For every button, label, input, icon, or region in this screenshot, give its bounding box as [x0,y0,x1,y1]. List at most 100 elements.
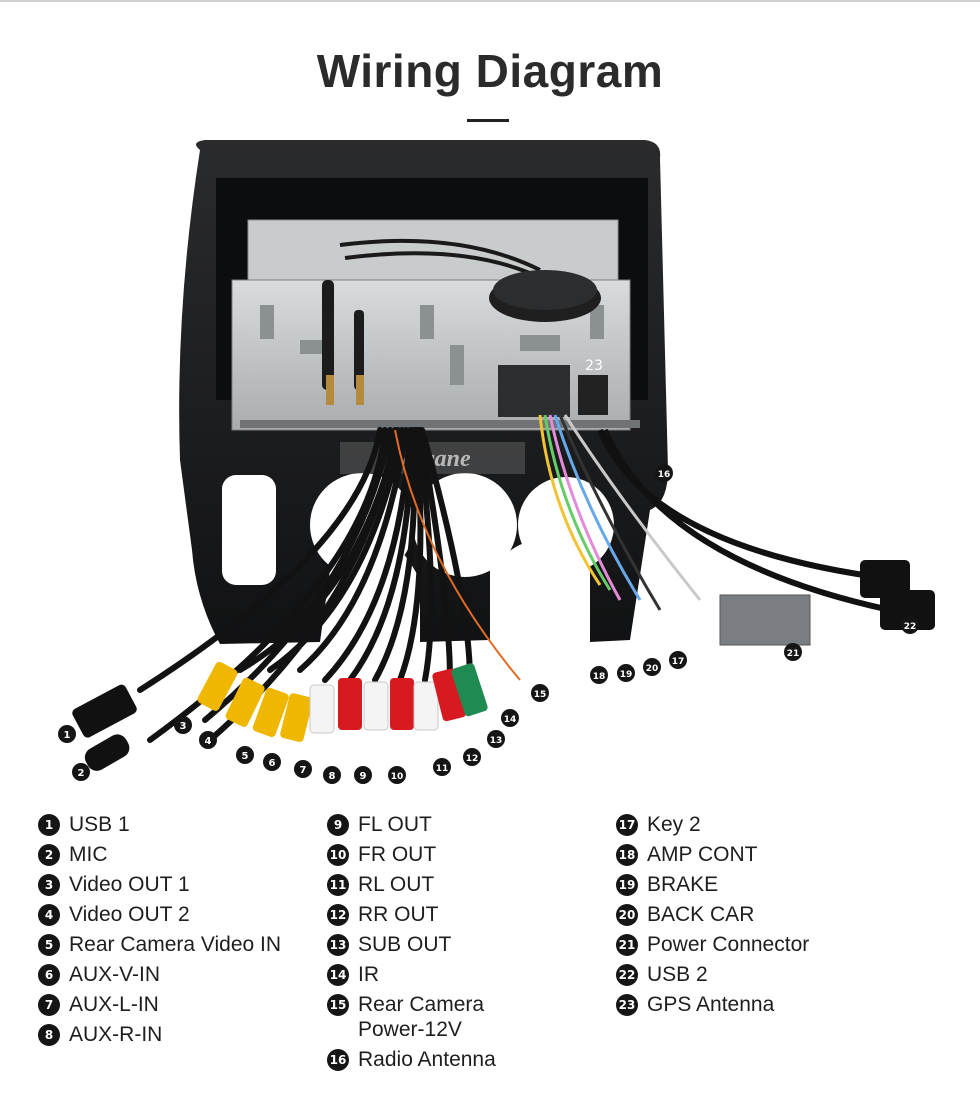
legend-number-badge: 21 [616,934,638,956]
svg-text:7: 7 [300,765,307,776]
legend-label: FR OUT [358,843,437,866]
legend-label: BRAKE [647,873,719,896]
legend-label: AUX-L-IN [69,993,159,1016]
legend-label: Power Connector [647,933,810,956]
legend-number-badge: 5 [38,934,60,956]
head-unit-chassis [231,219,640,431]
legend-number-badge: 3 [38,874,60,896]
legend-number-badge: 19 [616,874,638,896]
legend-number-badge: 20 [616,904,638,926]
svg-text:10: 10 [391,772,404,782]
legend-item: 10 FR OUT [327,842,496,867]
legend-label: BACK CAR [647,903,755,926]
title-underline [467,119,509,122]
svg-text:16: 16 [658,470,671,480]
legend-item: 21 Power Connector [616,932,809,957]
power-connector [719,594,811,646]
legend-number-badge: 23 [616,994,638,1016]
callout-17: 17 [669,651,687,669]
callout-16: 16 [655,464,673,482]
legend-label: AMP CONT [647,843,758,866]
callout-4: 4 [199,731,217,749]
legend-item: 18 AMP CONT [616,842,809,867]
legend-label: IR [358,963,379,986]
svg-text:21: 21 [787,649,800,659]
svg-text:6: 6 [269,758,276,769]
callout-6: 6 [263,753,281,771]
legend-label: MIC [69,843,108,866]
wiring-diagram-illustration: Seicane [58,140,935,784]
callout-13: 13 [487,730,505,748]
legend-number-badge: 2 [38,844,60,866]
callout-1: 1 [58,725,76,743]
usb1-mic-plugs [72,684,137,771]
callout-19: 19 [617,664,635,682]
callout-20: 20 [643,658,661,676]
legend-number-badge: 10 [327,844,349,866]
legend-label: Video OUT 2 [69,903,190,926]
legend-label: Rear Camera Power-12V [358,993,485,1041]
legend-item: 19 BRAKE [616,872,809,897]
callout-8: 8 [323,766,341,784]
svg-text:9: 9 [360,771,367,782]
usb2-plug-a [860,560,910,598]
svg-text:4: 4 [205,736,212,747]
callout-2: 2 [72,763,90,781]
legend-item: 8 AUX-R-IN [38,1022,281,1047]
callout-10: 10 [388,766,406,784]
svg-text:22: 22 [904,622,917,632]
svg-text:3: 3 [180,721,187,732]
legend-item: 20 BACK CAR [616,902,809,927]
legend-number-badge: 4 [38,904,60,926]
legend-item: 2 MIC [38,842,281,867]
svg-text:11: 11 [436,764,449,774]
callout-14: 14 [501,709,519,727]
right-harness [538,414,702,611]
legend-number-badge: 22 [616,964,638,986]
svg-text:2: 2 [78,768,85,779]
legend-label: FL OUT [358,813,432,836]
legend-number-badge: 8 [38,1024,60,1046]
callout-3: 3 [174,716,192,734]
usb2-plug-b [880,590,935,630]
legend-label: Key 2 [647,813,701,836]
legend-number-badge: 6 [38,964,60,986]
callout-12: 12 [463,748,481,766]
callout-11: 11 [433,758,451,776]
legend-number-badge: 18 [616,844,638,866]
callout-9: 9 [354,766,372,784]
svg-text:12: 12 [466,754,479,764]
legend-label: USB 1 [69,813,130,836]
svg-text:8: 8 [329,771,336,782]
svg-text:1: 1 [64,730,71,741]
legend-label: USB 2 [647,963,708,986]
legend-number-badge: 15 [327,994,349,1016]
callout-15: 15 [531,684,549,702]
legend-number-badge: 17 [616,814,638,836]
legend-item: 9 FL OUT [327,812,496,837]
legend-number-badge: 9 [327,814,349,836]
legend-label: AUX-R-IN [69,1023,163,1046]
svg-text:13: 13 [490,736,503,746]
legend-label: Radio Antenna [358,1048,496,1071]
rca-plugs [197,661,488,742]
svg-text:20: 20 [646,664,659,674]
callout-7: 7 [294,760,312,778]
callout-23: 23 [585,358,603,374]
svg-text:5: 5 [242,751,249,762]
svg-text:15: 15 [534,690,547,700]
callout-21: 21 [784,643,802,661]
svg-text:17: 17 [672,657,685,667]
svg-text:19: 19 [620,670,633,680]
